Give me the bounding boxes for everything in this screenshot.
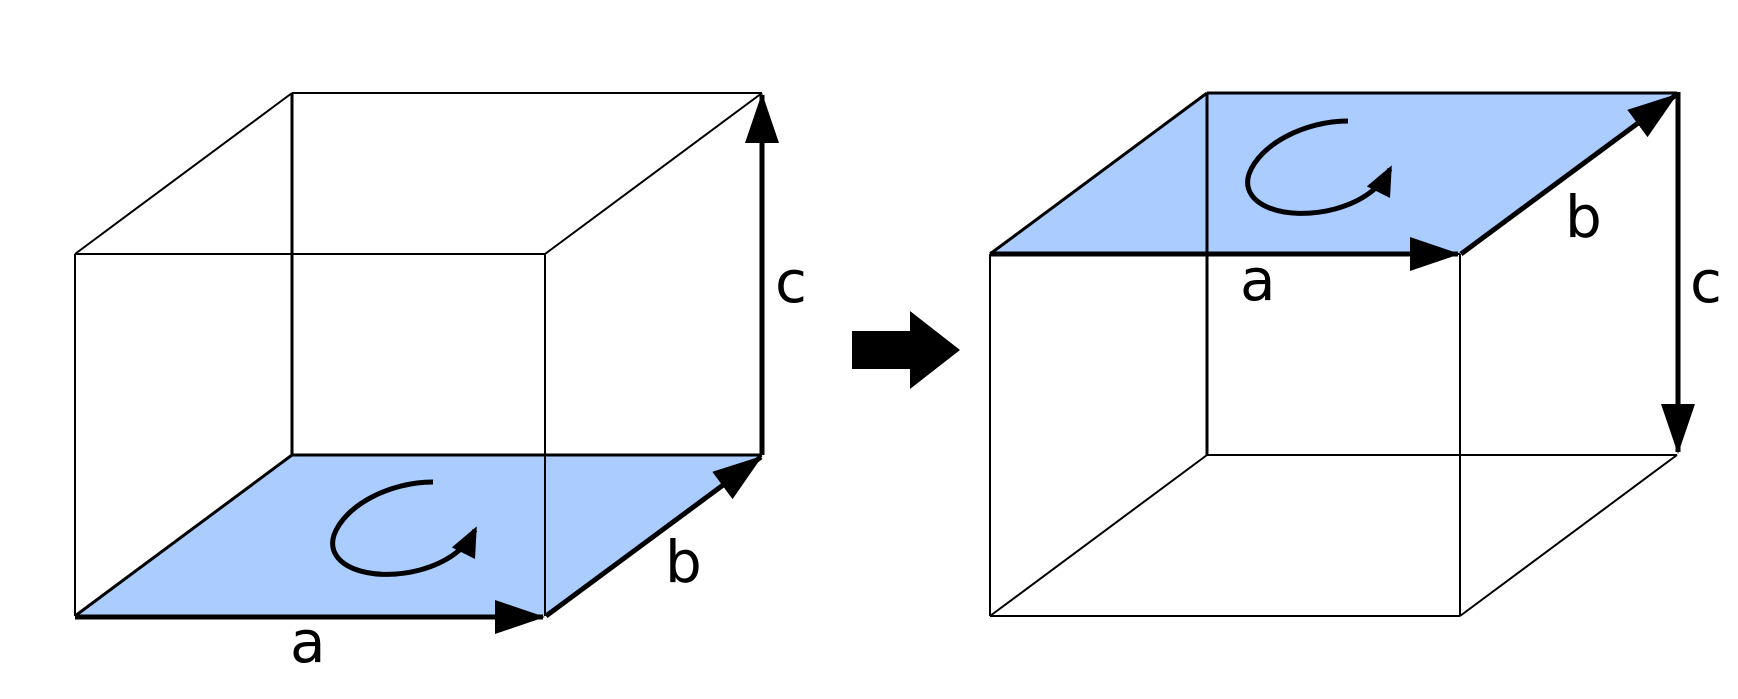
right-highlighted-top-face — [990, 93, 1677, 254]
left-circulation-arrow-icon — [330, 479, 478, 577]
right-top-left-diagonal — [989, 91, 1208, 256]
right-arrow-icon — [852, 311, 960, 389]
right-label-c: c — [1690, 248, 1722, 316]
right-circulation-arrow-icon — [1245, 118, 1393, 216]
right-unit-cell: a b c — [989, 91, 1722, 617]
right-bottom-right-diagonal — [1459, 454, 1678, 617]
right-bottom-left-diagonal — [989, 454, 1208, 617]
left-bottom-left-diagonal — [74, 453, 293, 618]
left-unit-cell: a b c — [74, 92, 807, 676]
left-top-right-diagonal — [544, 92, 763, 255]
left-label-a: a — [290, 608, 326, 676]
left-highlighted-bottom-face — [75, 455, 762, 616]
left-label-c: c — [775, 248, 807, 316]
right-vector-b-arrow — [1459, 92, 1678, 257]
left-top-left-diagonal — [74, 92, 293, 255]
left-vector-b-arrow — [544, 454, 763, 619]
right-label-a: a — [1240, 246, 1276, 314]
left-cell-edges — [74, 92, 763, 618]
left-label-b: b — [665, 528, 702, 596]
right-label-b: b — [1565, 183, 1602, 251]
